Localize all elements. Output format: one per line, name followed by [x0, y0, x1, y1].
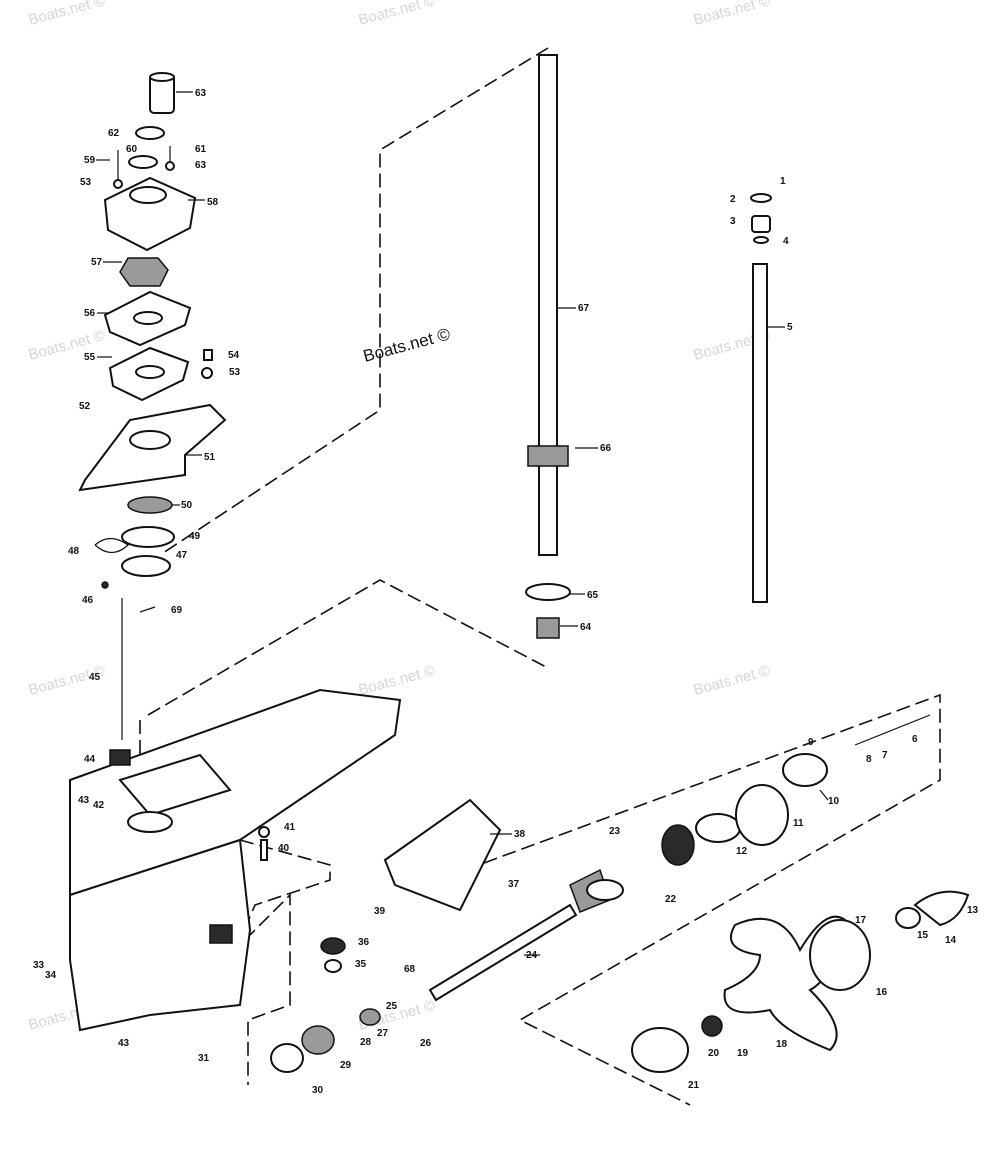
callout-37: 37 [508, 879, 520, 890]
callout-60: 60 [126, 144, 138, 155]
callout-43: 43 [78, 795, 90, 806]
callout-54: 54 [228, 350, 240, 361]
callout-15: 15 [917, 930, 929, 941]
callout-64: 64 [580, 622, 592, 633]
callout-56: 56 [84, 308, 96, 319]
callout-labels: 1 2 3 4 5 6 7 8 9 10 11 12 13 14 15 16 1… [33, 88, 979, 1096]
callout-6: 6 [912, 734, 918, 745]
callout-43b: 43 [118, 1038, 130, 1049]
water-pump-stack [78, 72, 227, 740]
callout-66: 66 [600, 443, 612, 454]
callout-61: 61 [195, 144, 207, 155]
callout-49: 49 [189, 531, 201, 542]
callout-12: 12 [736, 846, 748, 857]
watermark: Boats.net © [692, 662, 772, 699]
callout-2: 2 [730, 194, 736, 205]
callout-23: 23 [609, 826, 621, 837]
callout-55: 55 [84, 352, 96, 363]
callout-31: 31 [198, 1053, 210, 1064]
callout-39: 39 [374, 906, 386, 917]
callout-62: 62 [108, 128, 120, 139]
callout-53b: 53 [229, 367, 241, 378]
assembly-lines [139, 47, 941, 1106]
callout-38: 38 [514, 829, 526, 840]
watermark: Boats.net © [357, 0, 437, 29]
callout-68: 68 [404, 964, 416, 975]
callout-58: 58 [207, 197, 219, 208]
leader-lines [96, 91, 829, 956]
callout-34: 34 [45, 970, 57, 981]
callout-28: 28 [360, 1037, 372, 1048]
callout-36: 36 [358, 937, 370, 948]
propeller [631, 890, 970, 1073]
callout-1: 1 [780, 176, 786, 187]
callout-20: 20 [708, 1048, 720, 1059]
shift-rod [750, 193, 772, 603]
callout-26: 26 [420, 1038, 432, 1049]
callout-63: 63 [195, 88, 207, 99]
callout-59: 59 [84, 155, 96, 166]
callout-41: 41 [284, 822, 296, 833]
callout-51: 51 [204, 452, 216, 463]
callout-67: 67 [578, 303, 590, 314]
callout-65: 65 [587, 590, 599, 601]
callout-69: 69 [171, 605, 183, 616]
callout-29: 29 [340, 1060, 352, 1071]
callout-45: 45 [89, 672, 101, 683]
gear-housing [69, 688, 402, 1032]
callout-11: 11 [793, 818, 804, 829]
drive-shaft [525, 54, 571, 639]
callout-14: 14 [945, 935, 957, 946]
callout-5: 5 [787, 322, 793, 333]
callout-50: 50 [181, 500, 193, 511]
callout-21: 21 [688, 1080, 700, 1091]
watermark: Boats.net © [357, 662, 437, 699]
callout-9: 9 [808, 737, 814, 748]
watermark: Boats.net © [692, 0, 772, 29]
callout-52: 52 [79, 401, 91, 412]
callout-53: 53 [80, 177, 92, 188]
callout-57: 57 [91, 257, 103, 268]
callout-16: 16 [876, 987, 888, 998]
callout-46: 46 [82, 595, 94, 606]
brand-label: Boats.net © [361, 324, 452, 366]
callout-27: 27 [377, 1028, 389, 1039]
callout-30: 30 [312, 1085, 324, 1096]
callout-4: 4 [783, 236, 789, 247]
callout-44: 44 [84, 754, 96, 765]
cover-plate [383, 798, 502, 912]
callout-7: 7 [882, 750, 888, 761]
callout-3: 3 [730, 216, 736, 227]
callout-63b: 63 [195, 160, 207, 171]
callout-48: 48 [68, 546, 80, 557]
callout-8: 8 [866, 754, 872, 765]
callout-47: 47 [176, 550, 188, 561]
callout-35: 35 [355, 959, 367, 970]
callout-17: 17 [855, 915, 867, 926]
callout-25: 25 [386, 1001, 398, 1012]
callout-42: 42 [93, 800, 105, 811]
callout-40: 40 [278, 843, 290, 854]
callout-10: 10 [828, 796, 840, 807]
callout-18: 18 [776, 1039, 788, 1050]
callout-19: 19 [737, 1048, 749, 1059]
callout-33: 33 [33, 960, 45, 971]
callout-13: 13 [967, 905, 979, 916]
propeller-shaft-assembly [270, 714, 931, 1073]
callout-22: 22 [665, 894, 677, 905]
watermark: Boats.net © [27, 0, 107, 29]
